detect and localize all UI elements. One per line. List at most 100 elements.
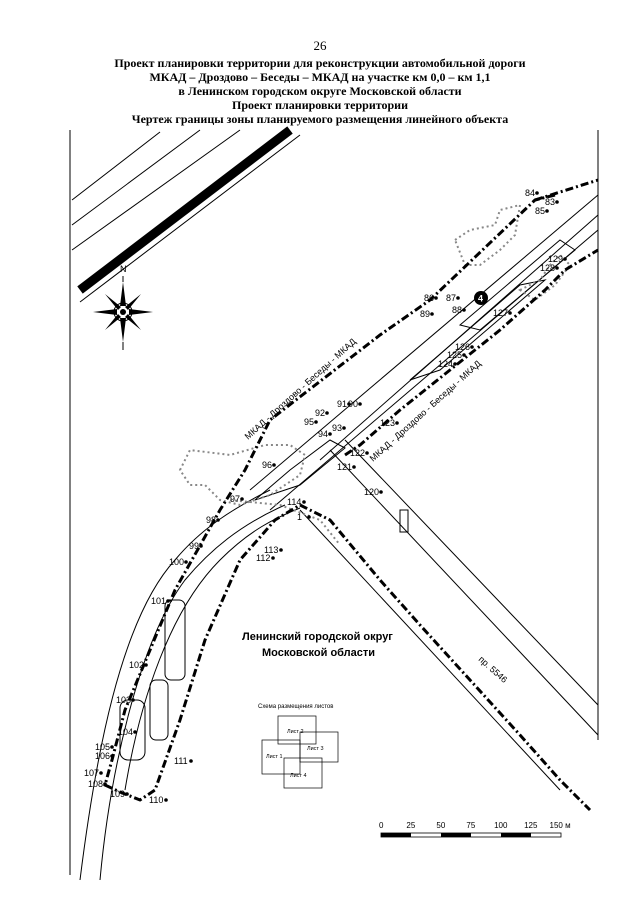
point-marker — [342, 426, 346, 430]
page-number: 26 — [313, 38, 327, 53]
point-marker — [328, 432, 332, 436]
point-marker — [379, 490, 383, 494]
point-label: 121 — [337, 462, 352, 472]
point-marker — [563, 257, 567, 261]
sheet-label: Лист 4 — [290, 773, 307, 779]
point-label: 85 — [535, 206, 545, 216]
point-label: 90 — [348, 399, 358, 409]
point-label: 107 — [84, 768, 99, 778]
point-marker — [99, 771, 103, 775]
point-label: 114 — [287, 497, 301, 507]
point-label: 94 — [318, 429, 328, 439]
point-marker — [131, 698, 135, 702]
sheet-label: Лист 2 — [287, 729, 304, 735]
title-line-1: Проект планировки территории для реконст… — [114, 56, 526, 70]
point-marker — [272, 463, 276, 467]
point-marker — [164, 798, 168, 802]
scale-tick-label: 0 — [379, 821, 384, 830]
point-marker — [508, 311, 512, 315]
point-label: 92 — [315, 408, 325, 418]
road-label-pr: пр. 5546 — [477, 654, 510, 685]
point-marker — [110, 745, 114, 749]
point-label: 93 — [332, 423, 342, 433]
point-label: 86 — [424, 293, 434, 303]
point-label: 89 — [420, 309, 430, 319]
point-label: 100 — [169, 557, 184, 567]
point-marker — [555, 200, 559, 204]
point-label: 110 — [149, 795, 163, 805]
point-marker — [189, 759, 193, 763]
point-marker — [430, 312, 434, 316]
point-marker — [453, 362, 457, 366]
point-label: 111 — [174, 756, 188, 766]
sheet-label: Лист 1 — [266, 754, 283, 760]
point-label: 97 — [230, 494, 240, 504]
point-label: 98 — [206, 515, 216, 525]
point-label: 125 — [447, 350, 462, 360]
railway — [71, 126, 301, 303]
point-marker — [434, 296, 438, 300]
point-marker — [358, 402, 362, 406]
title-block: Проект планировки территории для реконст… — [0, 56, 640, 126]
inset-title: Схема размещения листов — [258, 704, 333, 710]
point-label: 88 — [452, 305, 462, 315]
point-marker — [352, 465, 356, 469]
point-marker — [347, 402, 351, 406]
point-marker — [535, 191, 539, 195]
point-label: 95 — [304, 417, 314, 427]
point-label: 126 — [455, 342, 470, 352]
title-line-4: Проект планировки территории — [231, 98, 409, 112]
road-label-lower: МКАД - Дроздово - Беседы - МКАД — [368, 358, 483, 463]
point-marker — [133, 730, 137, 734]
point-marker — [144, 663, 148, 667]
point-label: 123 — [380, 418, 395, 428]
point-label: 108 — [88, 779, 103, 789]
point-marker — [271, 556, 275, 560]
scale-tick-label: 25 — [406, 821, 415, 830]
point-label: 113 — [264, 545, 278, 555]
zone-boundary — [103, 178, 599, 812]
point-label: 122 — [350, 448, 365, 458]
scale-tick-label: 75 — [466, 821, 475, 830]
point-label: 99 — [189, 541, 199, 551]
point-marker — [166, 599, 170, 603]
scale-tick-label: 50 — [436, 821, 445, 830]
point-label: 1 — [297, 512, 302, 522]
title-line-3: в Ленинском городском округе Московской … — [178, 84, 462, 98]
north-label: N — [120, 264, 127, 274]
point-marker — [555, 266, 559, 270]
point-marker — [470, 345, 474, 349]
point-label: 84 — [525, 188, 535, 198]
point-marker — [103, 782, 107, 786]
region-label-1: Ленинский городской округ — [242, 631, 393, 643]
point-marker — [456, 296, 460, 300]
point-marker — [110, 754, 114, 758]
point-marker — [325, 411, 329, 415]
marker-label: 4 — [478, 294, 483, 304]
point-marker — [302, 500, 306, 504]
point-label: 120 — [364, 487, 379, 497]
point-label: 91 — [337, 399, 347, 409]
point-label: 105 — [95, 742, 110, 752]
point-label: 112 — [256, 553, 270, 563]
point-marker — [545, 209, 549, 213]
sheet-layout-inset: Схема размещения листов Лист 2 Лист 1 Ли… — [258, 704, 339, 789]
point-marker — [462, 308, 466, 312]
scale-tick-label: 100 — [494, 821, 508, 830]
compass-rose: N — [93, 264, 153, 350]
secondary-road — [299, 439, 599, 791]
point-marker — [279, 548, 283, 552]
point-marker — [395, 421, 399, 425]
title-line-5: Чертеж границы зоны планируемого размеще… — [131, 112, 509, 126]
point-marker — [216, 518, 220, 522]
point-marker — [240, 497, 244, 501]
point-marker — [462, 353, 466, 357]
scale-tick-label: 150 м — [550, 821, 571, 830]
point-marker — [307, 515, 311, 519]
point-label: 128 — [540, 263, 555, 273]
point-label: 127 — [493, 308, 508, 318]
sheet-label: Лист 3 — [307, 746, 324, 752]
